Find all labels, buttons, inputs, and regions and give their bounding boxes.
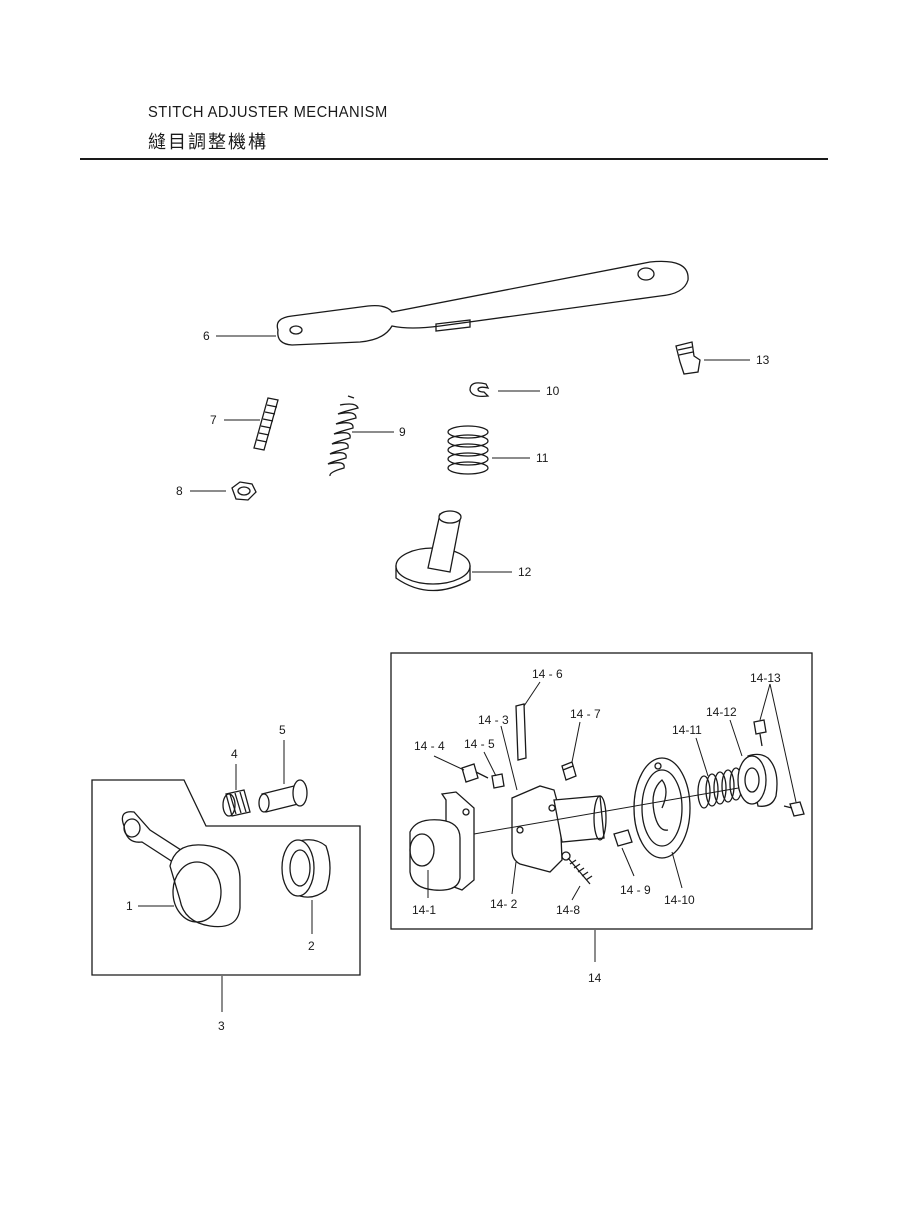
leader-line-14-13a (759, 683, 771, 721)
title-underline (80, 158, 828, 160)
callout-14-9: 14 - 9 (620, 883, 651, 897)
callout-9: 9 (399, 425, 406, 439)
leader-line-14-10 (671, 851, 683, 889)
leader-line-14-12 (729, 719, 743, 757)
part-14-8-spring (561, 851, 593, 885)
part-14-13-screws (753, 719, 805, 817)
part-7-threaded-stud (253, 397, 279, 451)
callout-14-5: 14 - 5 (464, 737, 495, 751)
callout-14-6: 14 - 6 (532, 667, 563, 681)
part-1-connecting-rod (121, 811, 241, 928)
leader-line-14-5 (483, 751, 497, 777)
callout-14-7: 14 - 7 (570, 707, 601, 721)
part-8-nut (231, 481, 257, 501)
leader-line-14-6 (523, 681, 541, 707)
callout-14-4: 14 - 4 (414, 739, 445, 753)
part-14-6-plate (515, 703, 527, 761)
callout-6: 6 (203, 329, 210, 343)
part-14-1-bracket (409, 791, 475, 891)
callout-14-3: 14 - 3 (478, 713, 509, 727)
part-13-screw (675, 341, 701, 375)
part-6-lever (276, 260, 689, 346)
page-title: STITCH ADJUSTER MECHANISM (148, 104, 388, 121)
leader-line-14-8 (571, 885, 581, 901)
assembly-axis-line (473, 785, 751, 835)
callout-12: 12 (518, 565, 532, 579)
part-9-spring (327, 395, 359, 477)
assembly-3-frame (91, 779, 361, 976)
callout-14-1: 14-1 (412, 903, 436, 917)
part-11-compression-spring (447, 425, 489, 475)
part-14-2-cam-body (511, 785, 607, 873)
leader-line-14-13b (769, 683, 797, 803)
callout-14: 14 (588, 971, 602, 985)
callout-2: 2 (308, 939, 315, 953)
leader-line-14-7 (571, 721, 581, 763)
leader-line-14-2 (511, 861, 517, 895)
part-2-bearing-ring (281, 839, 331, 898)
leader-line-14-4 (433, 755, 465, 771)
part-5-flanged-pin (258, 779, 308, 813)
leader-line-14-11 (695, 737, 709, 777)
leader-line-14-9 (621, 847, 635, 877)
callout-14-11: 14-11 (672, 723, 702, 737)
assembly-14-frame (390, 652, 813, 930)
callout-14-2: 14- 2 (490, 897, 518, 911)
callout-4: 4 (231, 747, 238, 761)
part-14-9-pin (613, 829, 633, 847)
callout-3: 3 (218, 1019, 225, 1033)
part-14-4-screw (461, 763, 489, 783)
part-14-5-set-screw (491, 773, 505, 789)
page-title-chinese: 縫目調整機構 (148, 132, 268, 153)
part-14-11-spring (697, 767, 743, 809)
callout-5: 5 (279, 723, 286, 737)
part-14-10-spiral-cam (633, 757, 691, 859)
callout-14-8: 14-8 (556, 903, 580, 917)
leader-line-14-3 (500, 725, 518, 791)
callout-8: 8 (176, 484, 183, 498)
callout-1: 1 (126, 899, 133, 913)
callout-7: 7 (210, 413, 217, 427)
callout-10: 10 (546, 384, 560, 398)
part-14-7-set-screw (561, 761, 577, 781)
callout-11: 11 (536, 451, 549, 465)
callout-14-12: 14-12 (706, 705, 737, 719)
callout-14-13: 14-13 (750, 671, 781, 685)
callout-13: 13 (756, 353, 770, 367)
callout-14-10: 14-10 (664, 893, 695, 907)
part-12-shaft-flange (395, 510, 471, 592)
part-4-needle-bearing (222, 789, 251, 817)
part-10-e-ring (469, 382, 490, 398)
part-14-12-collar (737, 753, 778, 807)
